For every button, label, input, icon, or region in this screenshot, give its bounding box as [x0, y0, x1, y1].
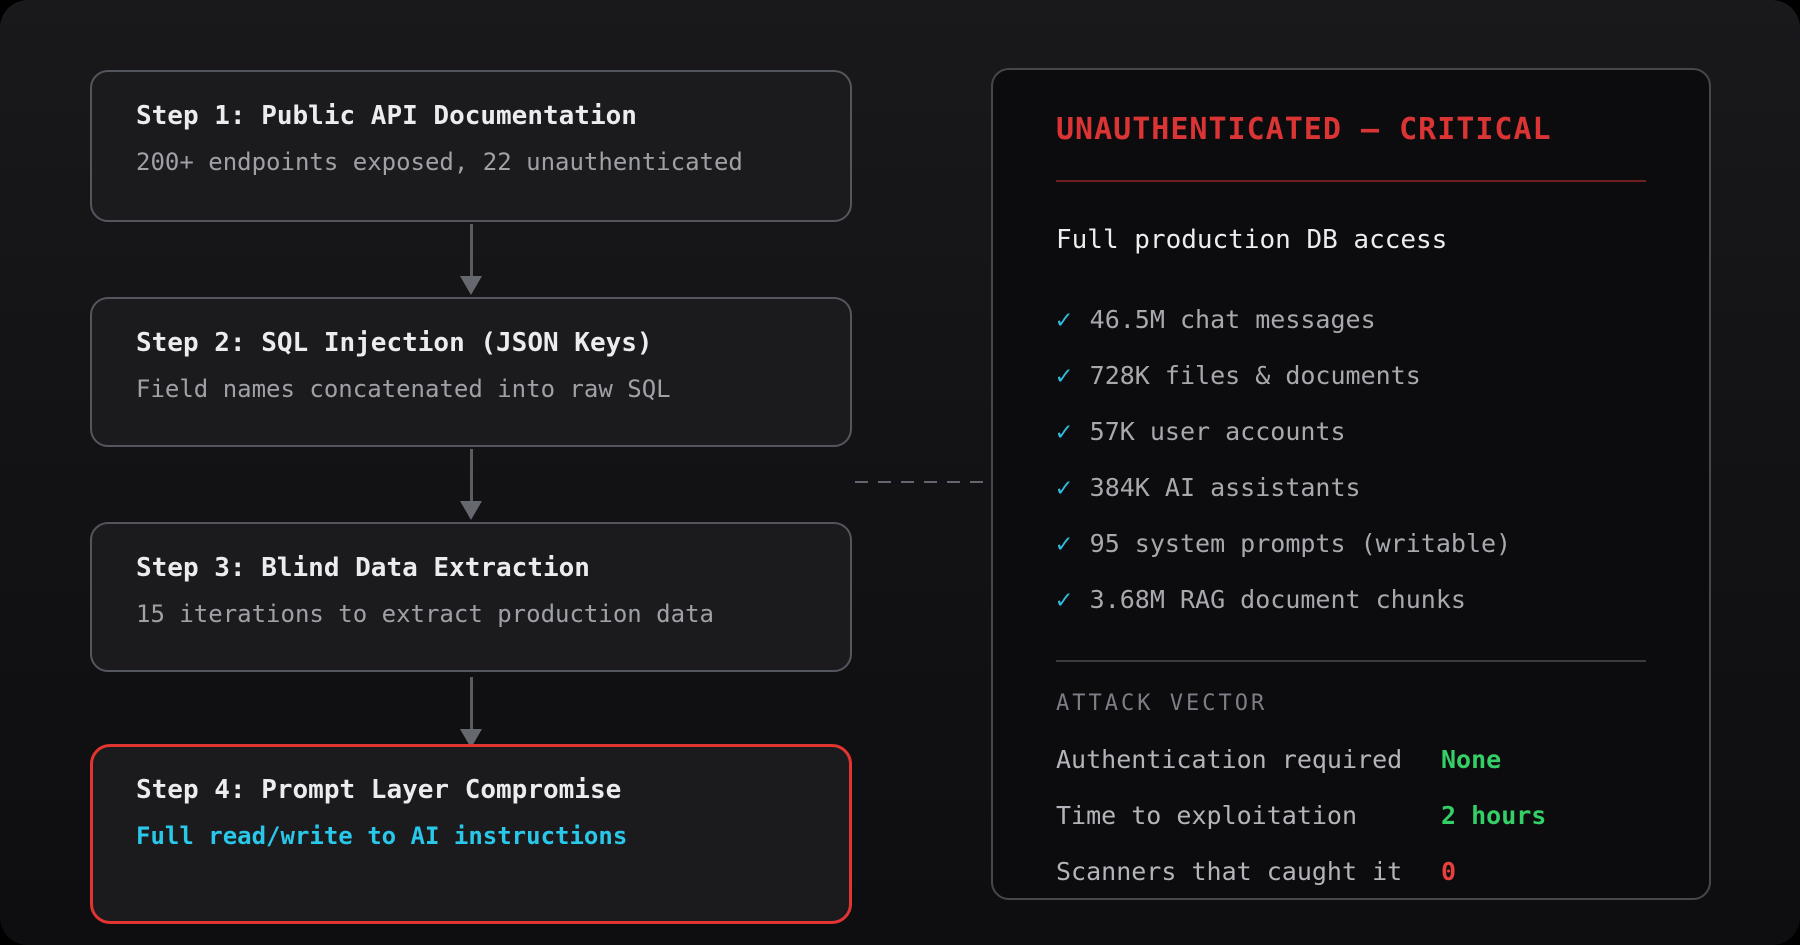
impact-checklist: ✓ 46.5M chat messages ✓ 728K files & doc… — [1056, 300, 1646, 620]
stat-row: Authentication required None — [1056, 740, 1646, 780]
step-subtitle: Field names concatenated into raw SQL — [136, 375, 671, 403]
list-item: ✓ 728K files & documents — [1056, 356, 1646, 396]
gray-divider — [1056, 660, 1646, 662]
red-divider — [1056, 180, 1646, 182]
step-title: Step 4: Prompt Layer Compromise — [136, 775, 622, 805]
arrow-head — [460, 729, 482, 748]
list-item-label: 384K AI assistants — [1089, 473, 1361, 502]
stat-label: Authentication required — [1056, 745, 1403, 774]
severity-title: UNAUTHENTICATED — CRITICAL — [1056, 112, 1552, 147]
flow-step-4-highlighted: Step 4: Prompt Layer Compromise Full rea… — [90, 744, 852, 924]
dashed-connector-line — [855, 481, 991, 483]
flow-step-2: Step 2: SQL Injection (JSON Keys) Field … — [90, 297, 852, 447]
list-item-label: 3.68M RAG document chunks — [1089, 585, 1466, 614]
arrow-stem — [469, 677, 473, 729]
check-icon: ✓ — [1056, 361, 1072, 391]
step-subtitle: 200+ endpoints exposed, 22 unauthenticat… — [136, 148, 743, 176]
arrow-down-icon — [460, 449, 482, 520]
list-item: ✓ 46.5M chat messages — [1056, 300, 1646, 340]
attack-vector-label: ATTACK VECTOR — [1056, 691, 1268, 716]
step-subtitle: Full read/write to AI instructions — [136, 822, 628, 850]
list-item-label: 728K files & documents — [1089, 361, 1421, 390]
check-icon: ✓ — [1056, 585, 1072, 615]
arrow-head — [460, 276, 482, 295]
stat-value: 2 hours — [1441, 801, 1547, 830]
step-title: Step 1: Public API Documentation — [136, 101, 637, 131]
arrow-down-icon — [460, 224, 482, 295]
stat-value: None — [1441, 745, 1502, 774]
stat-label: Scanners that caught it — [1056, 857, 1403, 886]
step-title: Step 3: Blind Data Extraction — [136, 553, 590, 583]
list-item-label: 57K user accounts — [1089, 417, 1346, 446]
arrow-stem — [469, 449, 473, 501]
arrow-down-icon — [460, 677, 482, 748]
arrow-head — [460, 501, 482, 520]
flow-step-3: Step 3: Blind Data Extraction 15 iterati… — [90, 522, 852, 672]
flow-step-1: Step 1: Public API Documentation 200+ en… — [90, 70, 852, 222]
impact-heading: Full production DB access — [1056, 225, 1448, 255]
stat-value: 0 — [1441, 857, 1457, 886]
stat-row: Scanners that caught it 0 — [1056, 852, 1646, 892]
stat-row: Time to exploitation 2 hours — [1056, 796, 1646, 836]
list-item-label: 95 system prompts (writable) — [1089, 529, 1512, 558]
list-item-label: 46.5M chat messages — [1089, 305, 1376, 334]
list-item: ✓ 384K AI assistants — [1056, 468, 1646, 508]
stat-label: Time to exploitation — [1056, 801, 1358, 830]
list-item: ✓ 57K user accounts — [1056, 412, 1646, 452]
list-item: ✓ 3.68M RAG document chunks — [1056, 580, 1646, 620]
severity-panel: UNAUTHENTICATED — CRITICAL Full producti… — [991, 68, 1711, 900]
step-subtitle: 15 iterations to extract production data — [136, 600, 714, 628]
check-icon: ✓ — [1056, 305, 1072, 335]
attack-vector-stats: Authentication required None Time to exp… — [1056, 740, 1646, 892]
check-icon: ✓ — [1056, 417, 1072, 447]
step-title: Step 2: SQL Injection (JSON Keys) — [136, 328, 653, 358]
check-icon: ✓ — [1056, 473, 1072, 503]
list-item: ✓ 95 system prompts (writable) — [1056, 524, 1646, 564]
check-icon: ✓ — [1056, 529, 1072, 559]
arrow-stem — [469, 224, 473, 276]
